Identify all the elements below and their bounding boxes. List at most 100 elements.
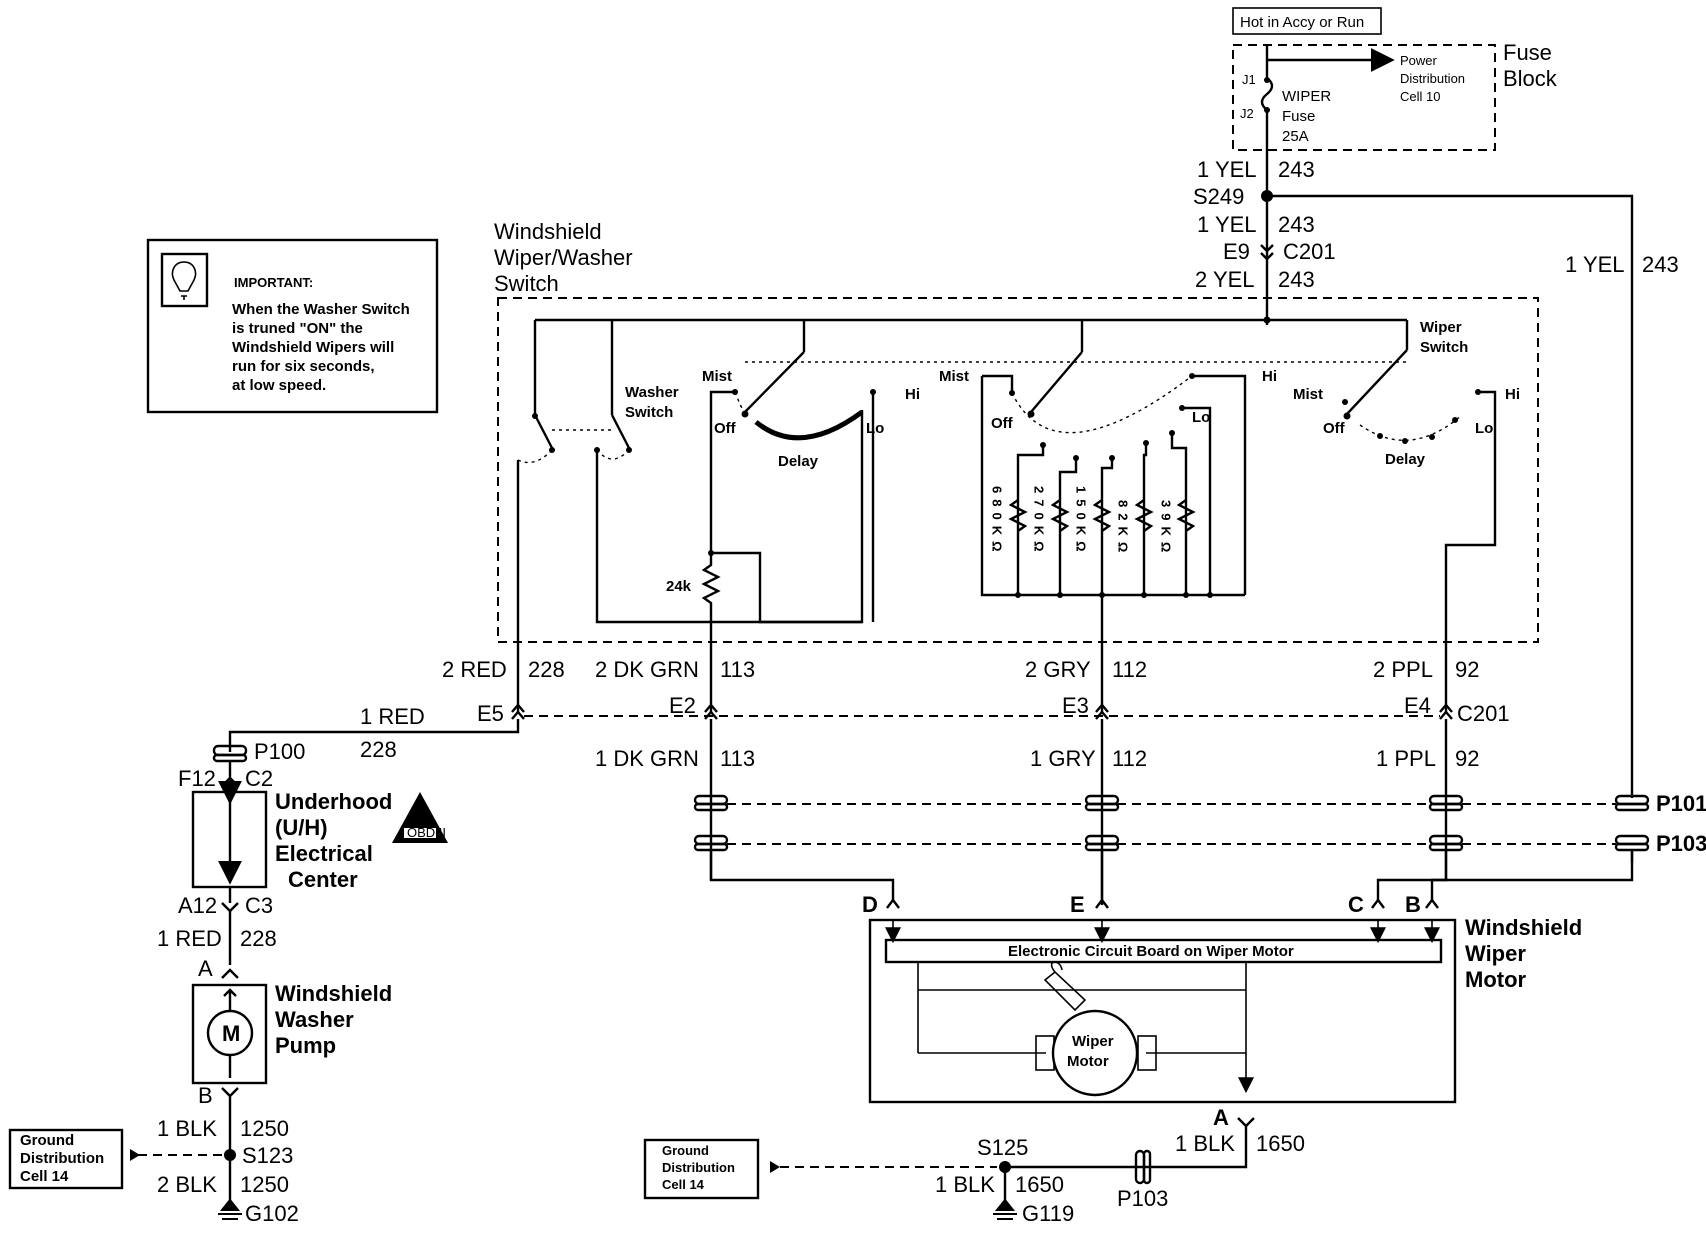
s249-label: S249 bbox=[1193, 184, 1244, 209]
note-box bbox=[146, 238, 439, 414]
motor-d-label: D bbox=[862, 892, 878, 917]
pump-wire-color: 1 RED bbox=[157, 926, 222, 951]
c243-low-color: 2 YEL bbox=[1195, 267, 1255, 292]
blk2-num: 1250 bbox=[240, 1172, 289, 1197]
motor-outline bbox=[868, 918, 1457, 1104]
pump-label-3: Pump bbox=[275, 1033, 336, 1058]
washer-switch: Washer Switch bbox=[516, 320, 864, 642]
fuse-block-label-1: Fuse bbox=[1503, 40, 1552, 65]
motor-ground: A 1 BLK 1650 P103 S125 Ground Distributi… bbox=[643, 1105, 1305, 1226]
c243-mid-color: 1 YEL bbox=[1197, 212, 1257, 237]
p101-label: P101 bbox=[1656, 791, 1706, 816]
circuit-board bbox=[884, 938, 1443, 964]
wiper-switch-section-2: Mist Off Hi Lo bbox=[939, 320, 1277, 642]
p103-bottom-label: P103 bbox=[1117, 1186, 1168, 1211]
uh-label-3: Electrical bbox=[275, 841, 373, 866]
s1-delay: Delay bbox=[778, 453, 819, 470]
pump-b-label: B bbox=[198, 1083, 213, 1108]
inner-motor-1: Wiper bbox=[1072, 1033, 1114, 1050]
important-note: IMPORTANT: When the Washer Switch is tru… bbox=[146, 238, 439, 414]
wiper-washer-switch: Windshield Wiper/Washer Switch Washer Sw… bbox=[494, 219, 1539, 643]
ppl-upper-color: 2 PPL bbox=[1373, 657, 1433, 682]
wiper-switch-section-1: Mist Off Hi Lo Delay 24k bbox=[666, 320, 920, 642]
g119-ground-symbol bbox=[993, 1198, 1017, 1220]
s2-lo: Lo bbox=[1192, 409, 1210, 426]
g119-label: G119 bbox=[1022, 1201, 1074, 1226]
ppl-lower-color: 1 PPL bbox=[1376, 746, 1436, 771]
fuse-name-2: Fuse bbox=[1282, 108, 1315, 125]
gry-upper-color: 2 GRY bbox=[1025, 657, 1091, 682]
motor-blk-color: 1 BLK bbox=[1175, 1131, 1235, 1156]
r-39k-label: 39KΩ bbox=[1159, 500, 1174, 558]
s123-splice bbox=[224, 1149, 236, 1161]
wiper-motor: D E C B Windshield Wiper Motor Electroni… bbox=[709, 850, 1634, 1104]
r-270k-label: 270KΩ bbox=[1032, 486, 1047, 558]
hot-label-box bbox=[1232, 7, 1382, 35]
gry-lower-color: 1 GRY bbox=[1030, 746, 1096, 771]
e9-label: E9 bbox=[1223, 239, 1250, 264]
washer-pump: M Windshield Washer Pump B bbox=[191, 981, 392, 1108]
s1-off: Off bbox=[714, 420, 737, 437]
left-ground: 1 BLK 1250 S123 Ground Distribution Cell… bbox=[8, 1096, 299, 1226]
circuit-board-label: Electronic Circuit Board on Wiper Motor bbox=[1008, 943, 1294, 960]
uh-electrical-center: Underhood (U/H) Electrical Center OBD II bbox=[191, 780, 448, 892]
fuse-name-1: WIPER bbox=[1282, 88, 1331, 105]
s2-mist: Mist bbox=[939, 368, 969, 385]
note-line-1: When the Washer Switch bbox=[232, 301, 410, 318]
red-upper-num: 228 bbox=[528, 657, 565, 682]
g119-wire-color: 1 BLK bbox=[935, 1172, 995, 1197]
washer-label-2: Switch bbox=[625, 404, 673, 421]
pdc-label-1: Power bbox=[1400, 53, 1438, 68]
c243-right-num: 243 bbox=[1642, 252, 1679, 277]
e4-label: E4 bbox=[1404, 693, 1431, 718]
r-680k-label: 680KΩ bbox=[990, 486, 1005, 558]
s1-lo: Lo bbox=[866, 420, 884, 437]
g102-ground-symbol bbox=[218, 1198, 242, 1220]
s2-off: Off bbox=[991, 415, 1014, 432]
fuse-name-3: 25A bbox=[1282, 128, 1309, 145]
a12-label: A12 bbox=[178, 893, 217, 918]
c243-top-color: 1 YEL bbox=[1197, 157, 1257, 182]
resistor-680k bbox=[1008, 499, 1028, 532]
g102-label: G102 bbox=[245, 1201, 299, 1226]
fuse-block: Hot in Accy or Run Fuse Block Power Dist… bbox=[1232, 7, 1558, 151]
motor-blk-num: 1650 bbox=[1256, 1131, 1305, 1156]
obd-ii-text: OBD II bbox=[407, 825, 446, 840]
circuit-228: 1 RED 228 P100 F12 C2 bbox=[178, 704, 520, 792]
motor-icon bbox=[206, 1009, 254, 1057]
switch-title-2: Wiper/Washer bbox=[494, 245, 633, 270]
fuse-block-outline bbox=[1232, 44, 1496, 151]
r-150k-label: 150KΩ bbox=[1074, 486, 1089, 558]
switch-outline bbox=[497, 297, 1539, 643]
motor-label-2: Wiper bbox=[1465, 941, 1526, 966]
washer-label-1: Washer bbox=[625, 384, 679, 401]
note-title: IMPORTANT: bbox=[234, 275, 313, 290]
ppl-lower-num: 92 bbox=[1455, 746, 1479, 771]
inner-motor-2: Motor bbox=[1067, 1053, 1109, 1070]
blk1-color: 1 BLK bbox=[157, 1116, 217, 1141]
s1-mist: Mist bbox=[702, 368, 732, 385]
switch-title-1: Windshield bbox=[494, 219, 602, 244]
blk1-num: 1250 bbox=[240, 1116, 289, 1141]
resistor-82k bbox=[1134, 499, 1154, 532]
s3-hi: Hi bbox=[1505, 386, 1520, 403]
pdc-label-2: Distribution bbox=[1400, 71, 1465, 86]
left-gd-box bbox=[8, 1128, 124, 1190]
pump-label-2: Washer bbox=[275, 1007, 354, 1032]
motor-label-3: Motor bbox=[1465, 967, 1527, 992]
j2-label: J2 bbox=[1240, 106, 1254, 121]
motor-linkage bbox=[1043, 961, 1087, 1012]
left-gd-3: Cell 14 bbox=[20, 1168, 69, 1185]
uh-label-4: Center bbox=[288, 867, 358, 892]
uh-label-1: Underhood bbox=[275, 789, 392, 814]
resistor-39k bbox=[1176, 499, 1196, 532]
gry-lower-num: 112 bbox=[1112, 746, 1147, 771]
resistor-150k bbox=[1092, 499, 1112, 532]
motor-e-label: E bbox=[1070, 892, 1085, 917]
gry-upper-num: 112 bbox=[1112, 657, 1147, 682]
wiper-fuse-symbol bbox=[1260, 45, 1274, 150]
s123-label: S123 bbox=[242, 1143, 293, 1168]
wiper-label-1: Wiper bbox=[1420, 319, 1462, 336]
fuse-block-label-2: Block bbox=[1503, 66, 1558, 91]
